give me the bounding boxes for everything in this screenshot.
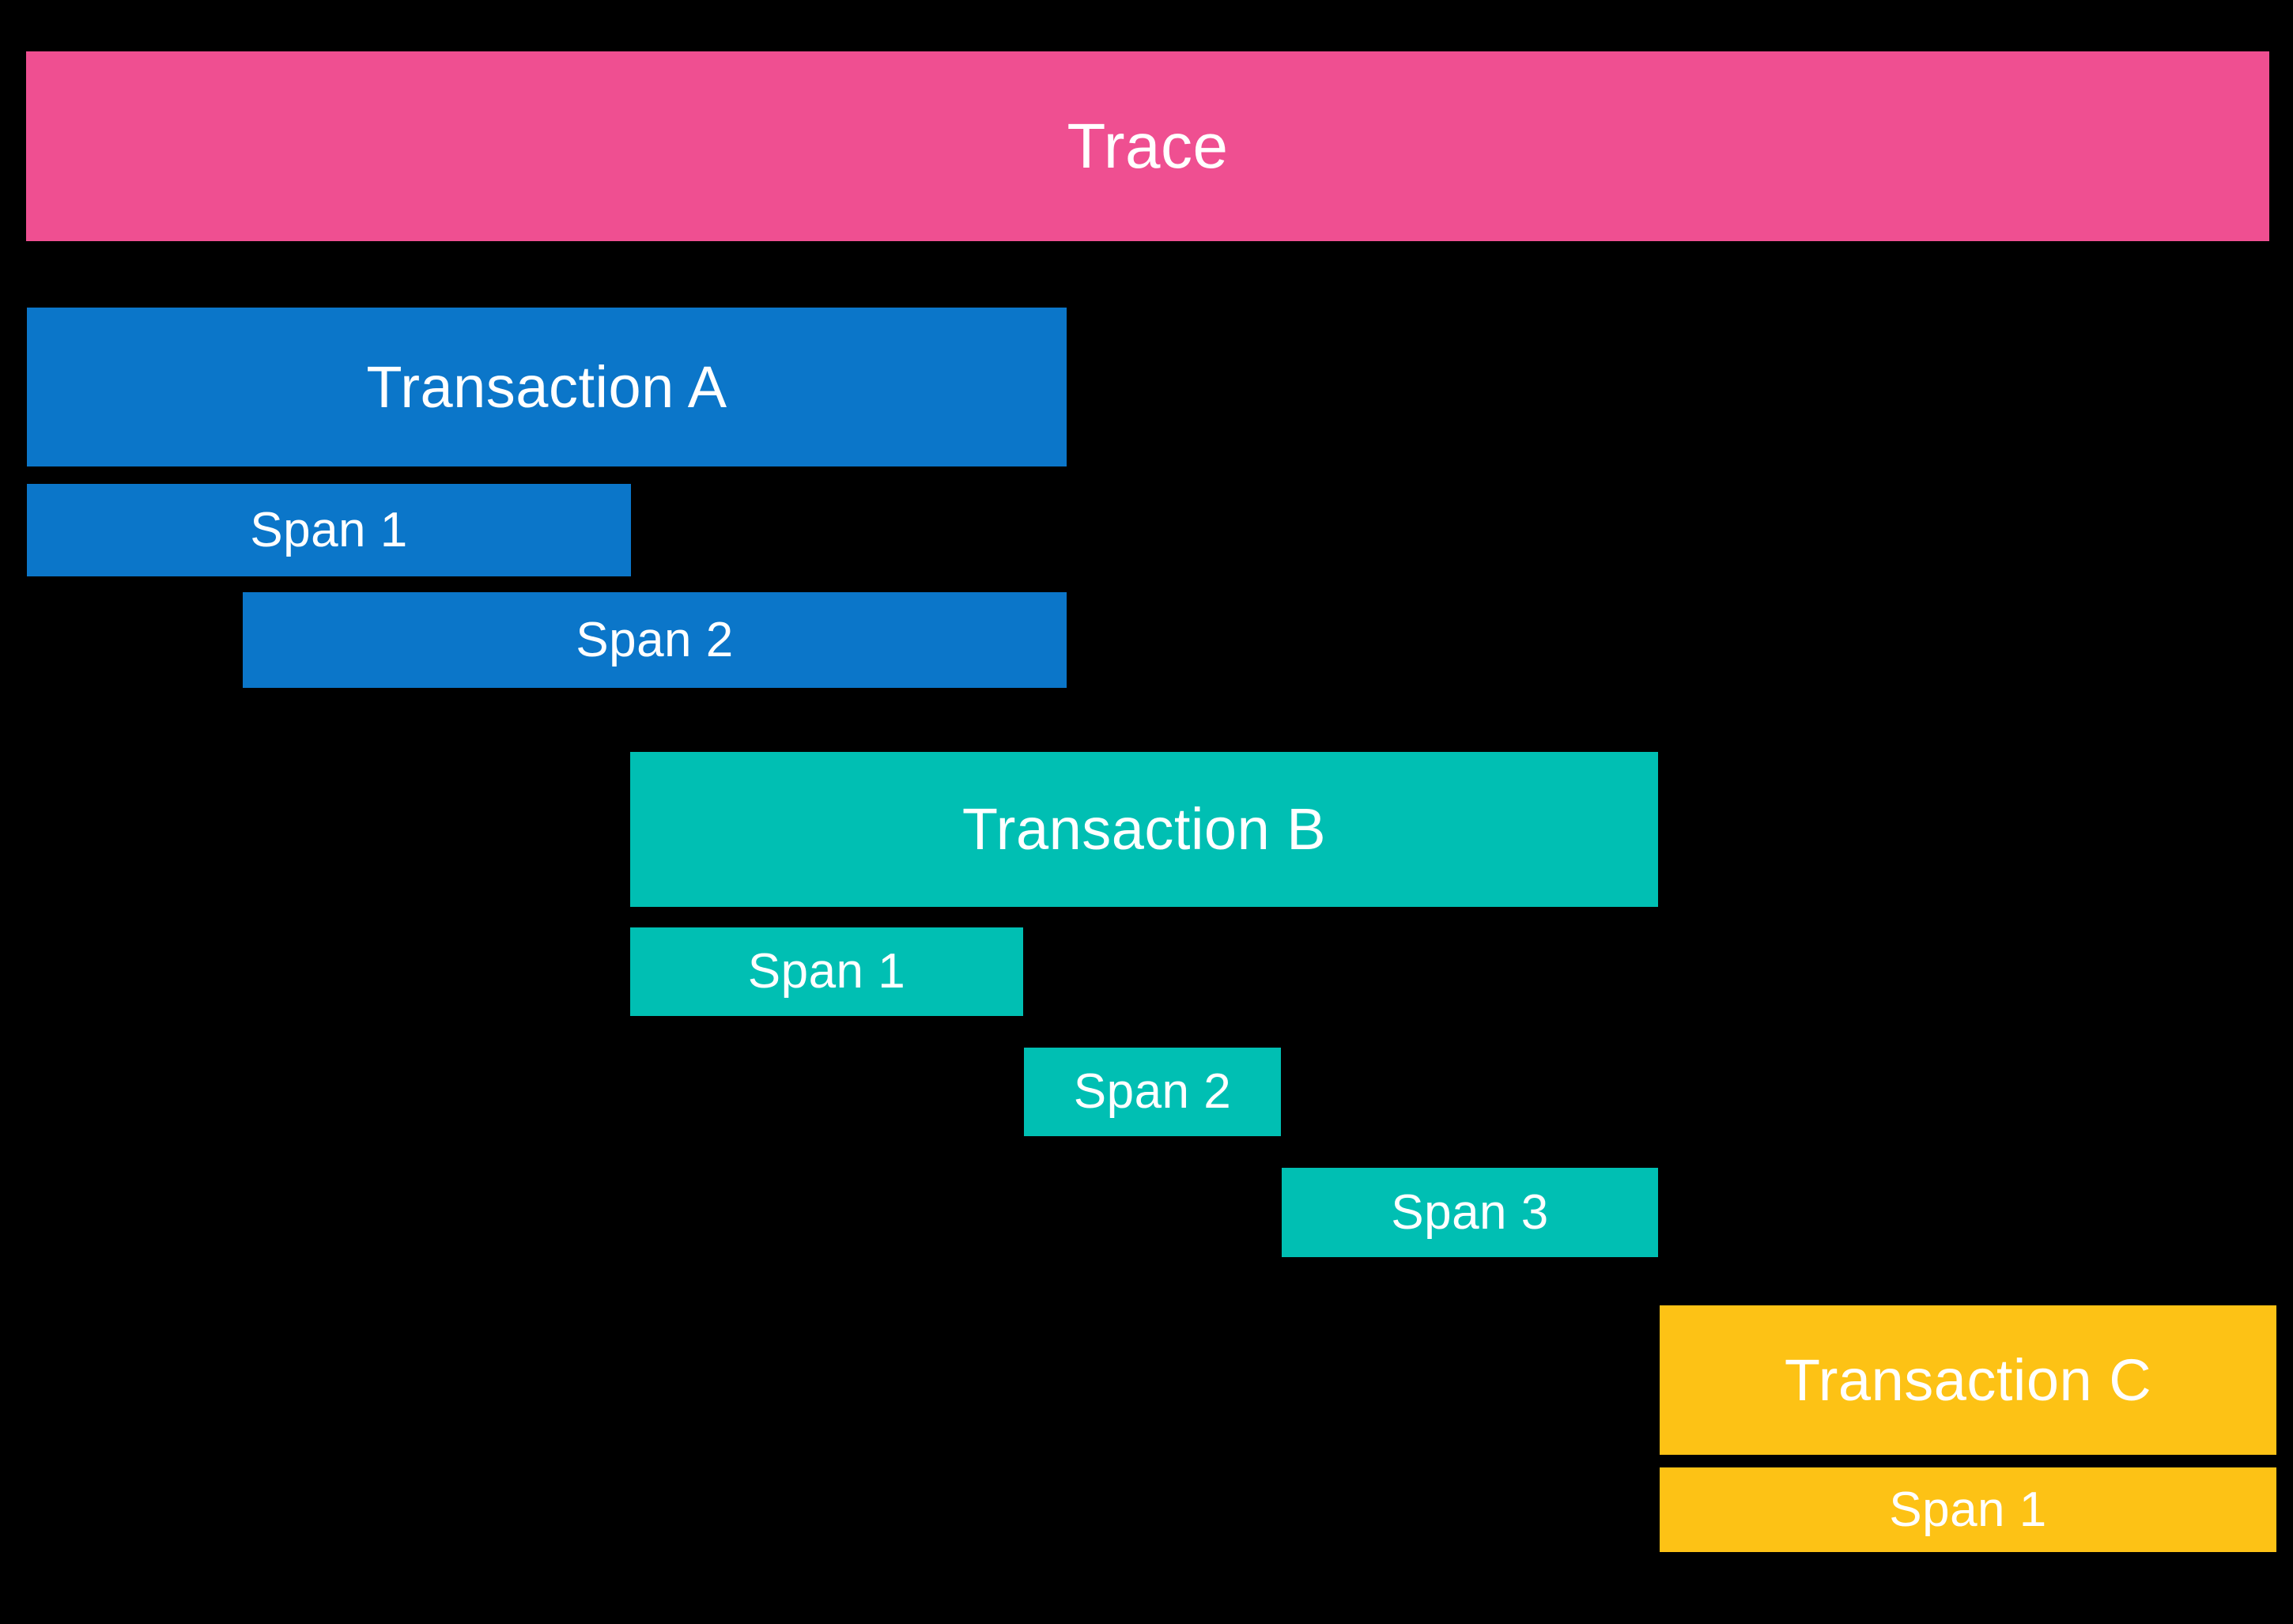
- transaction-c-bar[interactable]: Transaction C: [1660, 1305, 2276, 1455]
- trace-bar-label: Trace: [1067, 111, 1229, 181]
- transaction-c-span-1-bar[interactable]: Span 1: [1660, 1467, 2276, 1552]
- transaction-a-span-1-bar[interactable]: Span 1: [27, 484, 631, 576]
- transaction-a-span-2-label: Span 2: [576, 612, 734, 667]
- transaction-c-label: Transaction C: [1784, 1346, 2152, 1413]
- transaction-b-span-2-label: Span 2: [1073, 1064, 1232, 1119]
- transaction-a-span-2-bar[interactable]: Span 2: [243, 592, 1067, 688]
- transaction-a-span-1-label: Span 1: [250, 502, 408, 557]
- transaction-c-span-1-label: Span 1: [1889, 1482, 2047, 1537]
- transaction-b-span-1-label: Span 1: [747, 944, 906, 999]
- transaction-a-label: Transaction A: [366, 353, 727, 420]
- transaction-a-bar[interactable]: Transaction A: [27, 308, 1067, 466]
- transaction-b-bar[interactable]: Transaction B: [630, 752, 1658, 907]
- transaction-b-label: Transaction B: [961, 796, 1327, 862]
- trace-bar[interactable]: Trace: [26, 51, 2269, 241]
- transaction-b-span-2-bar[interactable]: Span 2: [1024, 1048, 1281, 1136]
- transaction-b-span-1-bar[interactable]: Span 1: [630, 927, 1023, 1016]
- transaction-b-span-3-bar[interactable]: Span 3: [1282, 1168, 1658, 1257]
- transaction-b-span-3-label: Span 3: [1391, 1184, 1549, 1240]
